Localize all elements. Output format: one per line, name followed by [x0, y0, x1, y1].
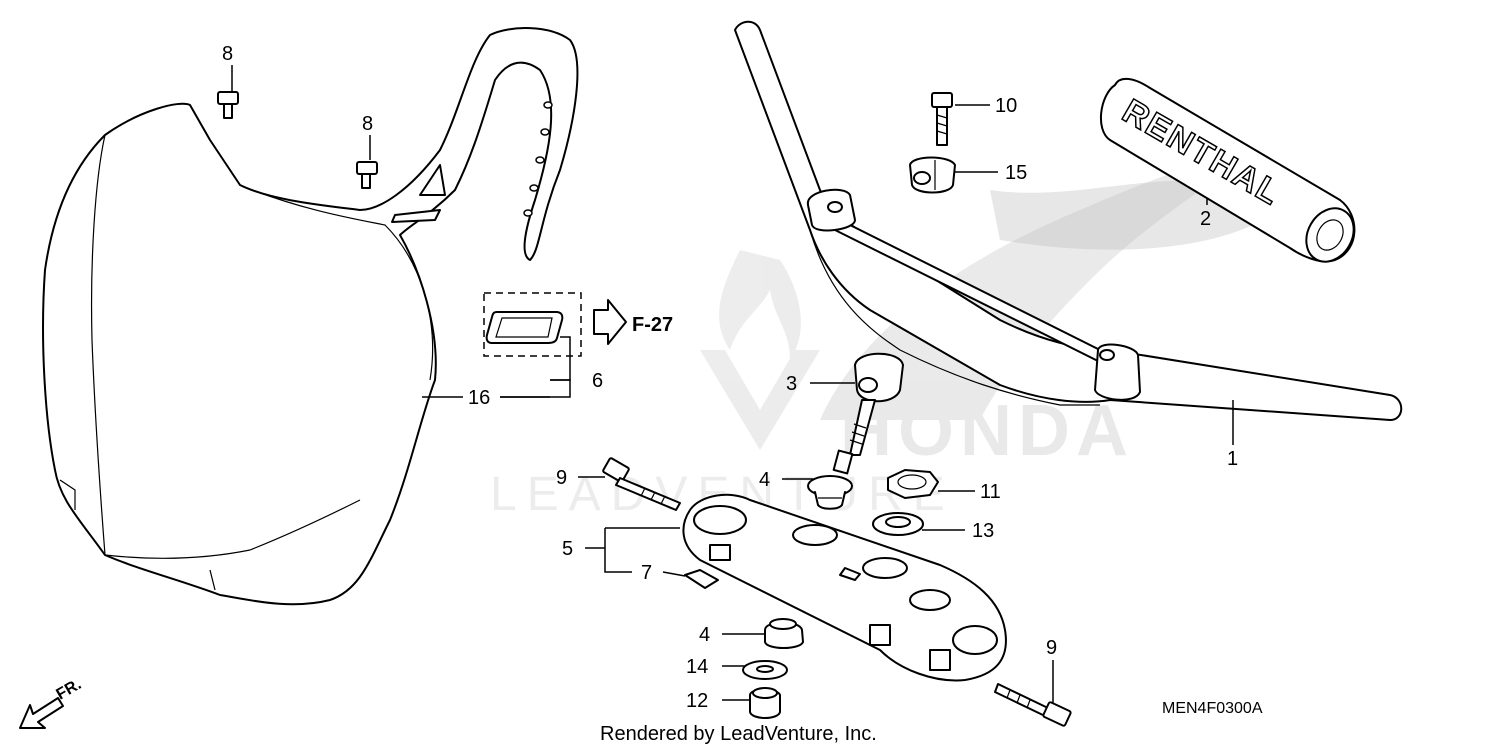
callout-11: 11: [980, 481, 1001, 503]
nut-11: [887, 469, 939, 499]
plate-7: [684, 569, 719, 589]
callout-2: 2: [1200, 208, 1211, 230]
leadventure-logo-icon: [700, 250, 820, 450]
front-direction-arrow-icon: FR.: [19, 676, 84, 729]
callout-4-lower: 4: [699, 624, 710, 646]
diagram-code: MEN4F0300A: [1162, 700, 1263, 717]
callout-13: 13: [972, 520, 994, 542]
rubber-4-lower: [764, 618, 804, 649]
number-plate: [42, 27, 579, 606]
callout-10: 10: [995, 95, 1017, 117]
callout-8-upper: 8: [222, 43, 233, 65]
lower-holder-3: [832, 352, 904, 475]
washer-13: [872, 512, 924, 536]
leader-lines: [231, 65, 1234, 704]
footer-credit: Rendered by LeadVenture, Inc.: [600, 723, 877, 745]
callout-8-lower: 8: [362, 113, 373, 135]
callout-16: 16: [468, 387, 490, 409]
strap-holes: [523, 101, 553, 217]
handlebar: [734, 20, 1403, 421]
callout-9-lower: 9: [1046, 637, 1057, 659]
callout-12: 12: [686, 690, 708, 712]
honda-wing-icon: [820, 150, 1260, 420]
callout-7: 7: [641, 562, 652, 584]
nut-12: [749, 687, 781, 719]
callout-6: 6: [592, 370, 603, 392]
bolt-8-upper: [217, 91, 239, 119]
callout-14: 14: [686, 656, 708, 678]
callout-3: 3: [786, 373, 797, 395]
clamp-15: [909, 156, 956, 194]
reference-label: F-27: [632, 314, 673, 336]
rubber-4-upper: [807, 475, 853, 510]
callouts: 8 8 10 15 2 6 16 3 1 9 4 11 13 5 7 4 14 …: [222, 43, 1238, 712]
callout-4-upper: 4: [759, 469, 770, 491]
callout-15: 15: [1005, 162, 1027, 184]
bolt-10: [931, 92, 953, 146]
callout-1: 1: [1227, 448, 1238, 470]
callout-9-upper: 9: [556, 467, 567, 489]
callout-5: 5: [562, 538, 573, 560]
crossbar-pad: RENTHAL: [990, 77, 1356, 263]
top-bridge: [682, 493, 1007, 682]
watermark-honda: HONDA: [840, 391, 1134, 471]
watermark: HONDA LEADVENTURE: [490, 150, 1260, 521]
bolt-9-upper: [602, 457, 681, 511]
washer-14: [742, 660, 788, 680]
bolt-8-lower: [356, 161, 378, 189]
sticker-6: [483, 292, 582, 357]
reference-arrow-icon: F-27: [593, 299, 673, 345]
bolt-9-lower: [994, 683, 1072, 727]
